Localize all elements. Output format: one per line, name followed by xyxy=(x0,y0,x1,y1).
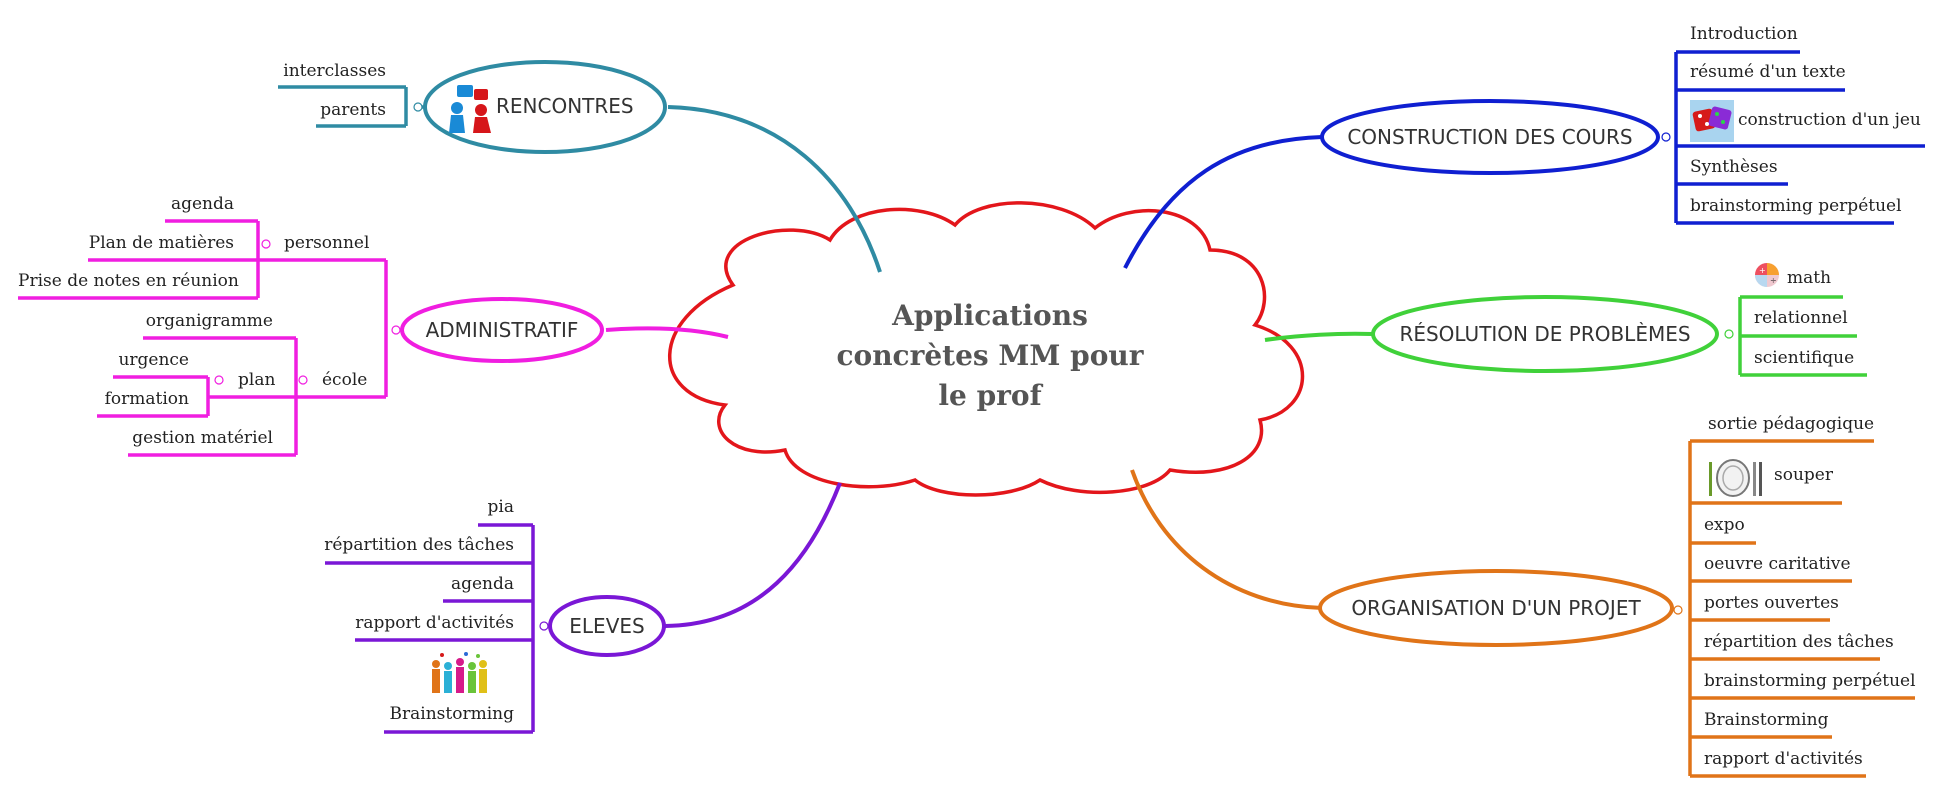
organisation-item[interactable]: souper xyxy=(1774,465,1833,485)
people-chat-icon xyxy=(449,85,491,133)
ecole-collapse-toggle[interactable] xyxy=(298,375,308,385)
link-rencontres xyxy=(667,105,882,273)
plan-item[interactable]: urgence xyxy=(118,350,189,370)
construction-collapse-toggle[interactable] xyxy=(1661,132,1671,142)
eleves-collapse-toggle[interactable] xyxy=(539,621,549,631)
personnel-item[interactable]: agenda xyxy=(170,194,234,214)
construction-item[interactable]: Introduction xyxy=(1690,24,1798,44)
personnel-item[interactable]: Prise de notes en réunion xyxy=(18,271,239,291)
resolution-hub[interactable]: RÉSOLUTION DE PROBLÈMES xyxy=(1399,322,1691,346)
ecole-node[interactable]: école xyxy=(322,370,368,390)
organisation-hub-shape xyxy=(1318,569,1674,647)
rencontres-item[interactable]: interclasses xyxy=(283,61,386,81)
plate-icon xyxy=(1709,459,1762,497)
organisation-item[interactable]: Brainstorming xyxy=(1704,710,1829,730)
center-title[interactable]: Applications concrètes MM pour le prof xyxy=(820,296,1160,416)
construction-item[interactable]: construction d'un jeu xyxy=(1738,110,1921,130)
plan-collapse-toggle[interactable] xyxy=(214,375,224,385)
ecole-item[interactable]: organigramme xyxy=(145,311,273,331)
link-resolution xyxy=(1264,331,1373,342)
eleves-hub-shape xyxy=(548,595,666,657)
organisation-item[interactable]: répartition des tâches xyxy=(1704,632,1894,652)
eleves-branches xyxy=(325,523,535,734)
administratif-branches xyxy=(18,219,388,457)
organisation-item[interactable]: rapport d'activités xyxy=(1704,749,1863,769)
plan-node[interactable]: plan xyxy=(238,370,276,390)
crowd-icon xyxy=(432,652,487,693)
svg-text:+: + xyxy=(1759,266,1766,275)
resolution-branches xyxy=(1738,295,1867,377)
math-icon: + ÷ xyxy=(1755,263,1779,287)
organisation-collapse-toggle[interactable] xyxy=(1673,605,1683,615)
center-title-line1: Applications xyxy=(892,299,1088,332)
link-construction xyxy=(1123,135,1323,269)
center-title-line2: concrètes MM pour xyxy=(836,339,1144,372)
eleves-item[interactable]: agenda xyxy=(450,574,514,594)
link-eleves xyxy=(664,482,842,628)
svg-text:÷: ÷ xyxy=(1770,276,1777,285)
organisation-branches xyxy=(1688,439,1915,778)
organisation-item[interactable]: portes ouvertes xyxy=(1704,593,1839,613)
administratif-hub[interactable]: ADMINISTRATIF xyxy=(425,318,579,342)
organisation-item[interactable]: oeuvre caritative xyxy=(1704,554,1851,574)
personnel-collapse-toggle[interactable] xyxy=(261,239,271,249)
administratif-collapse-toggle[interactable] xyxy=(391,325,401,335)
construction-item[interactable]: Synthèses xyxy=(1690,157,1778,177)
organisation-item[interactable]: brainstorming perpétuel xyxy=(1704,671,1916,691)
eleves-item[interactable]: pia xyxy=(487,497,514,517)
administratif-hub-shape xyxy=(400,297,604,363)
rencontres-collapse-toggle[interactable] xyxy=(413,102,423,112)
personnel-item[interactable]: Plan de matières xyxy=(88,233,234,253)
dice-icon xyxy=(1690,100,1734,142)
center-cloud-shape xyxy=(668,201,1305,497)
eleves-item[interactable]: Brainstorming xyxy=(389,704,514,724)
construction-branches xyxy=(1674,50,1925,225)
eleves-hub[interactable]: ELEVES xyxy=(569,614,645,638)
construction-hub-shape xyxy=(1320,99,1660,175)
plan-item[interactable]: formation xyxy=(104,389,189,409)
resolution-item[interactable]: relationnel xyxy=(1754,308,1848,328)
construction-hub[interactable]: CONSTRUCTION DES COURS xyxy=(1347,125,1633,149)
organisation-item[interactable]: expo xyxy=(1704,515,1745,535)
resolution-item[interactable]: scientifique xyxy=(1754,348,1855,368)
eleves-item[interactable]: répartition des tâches xyxy=(324,535,514,555)
link-organisation xyxy=(1130,469,1323,610)
resolution-collapse-toggle[interactable] xyxy=(1724,329,1734,339)
resolution-item[interactable]: math xyxy=(1787,268,1832,288)
ecole-item[interactable]: gestion matériel xyxy=(132,428,273,448)
resolution-hub-shape xyxy=(1371,295,1719,373)
center-title-line3: le prof xyxy=(938,379,1042,412)
construction-item[interactable]: brainstorming perpétuel xyxy=(1690,196,1902,216)
organisation-item[interactable]: sortie pédagogique xyxy=(1708,414,1875,434)
link-administratif xyxy=(605,326,729,339)
rencontres-item[interactable]: parents xyxy=(320,100,386,120)
construction-item[interactable]: résumé d'un texte xyxy=(1690,62,1846,82)
organisation-hub[interactable]: ORGANISATION D'UN PROJET xyxy=(1351,596,1641,620)
eleves-item[interactable]: rapport d'activités xyxy=(355,613,514,633)
rencontres-hub[interactable]: RENCONTRES xyxy=(496,94,634,118)
personnel-node[interactable]: personnel xyxy=(284,233,370,253)
